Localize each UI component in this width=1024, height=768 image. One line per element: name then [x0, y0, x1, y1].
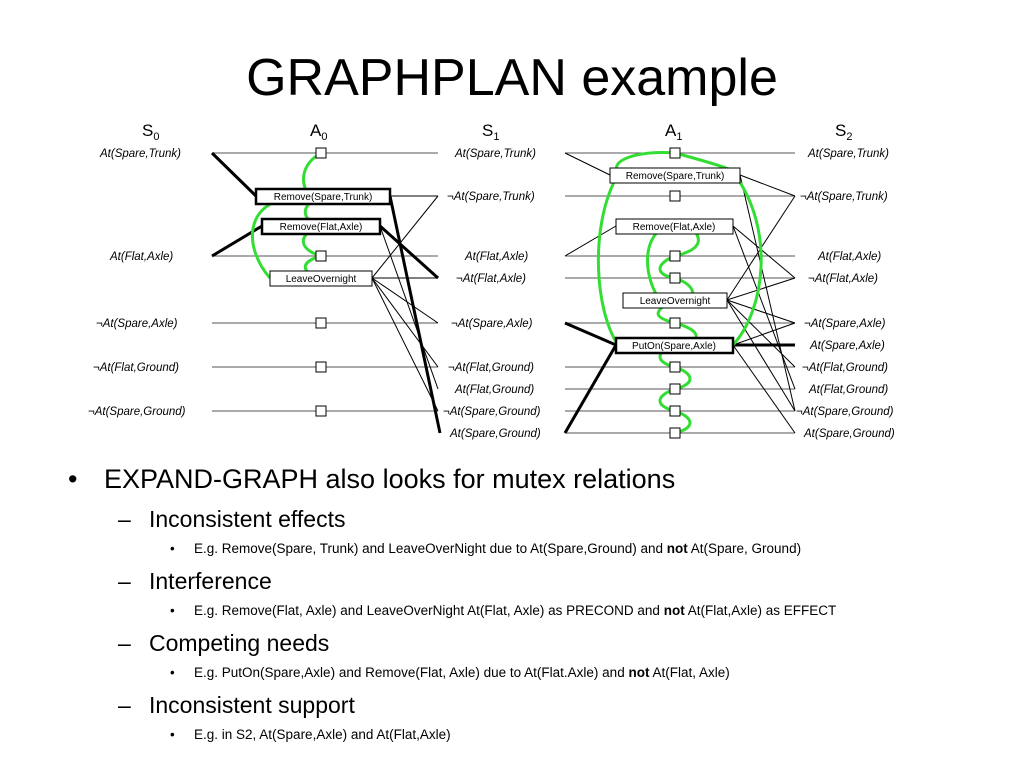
- s1-prop: ¬At(Spare,Ground): [443, 406, 541, 418]
- header-s0: S0: [142, 121, 159, 143]
- s2-prop: At(Spare,Axle): [809, 340, 885, 352]
- bullet-dot-icon: •: [170, 541, 175, 556]
- action-box-a1-puton-spare-axle: PutOn(Spare,Axle): [614, 336, 735, 355]
- example-line: • E.g. Remove(Spare, Trunk) and LeaveOve…: [170, 541, 802, 556]
- action-links-a0: [210, 151, 442, 434]
- s2-prop: At(Flat,Ground): [808, 384, 888, 396]
- header-a0: A0: [310, 121, 327, 143]
- s1-prop: At(Flat,Axle): [464, 251, 528, 263]
- svg-text:LeaveOvernight: LeaveOvernight: [640, 296, 711, 307]
- example-line: • E.g. PutOn(Spare,Axle) and Remove(Flat…: [170, 665, 730, 680]
- dash-icon: –: [118, 692, 131, 718]
- s2-prop: ¬At(Spare,Trunk): [800, 191, 888, 203]
- noop-markers-a0: [315, 147, 327, 417]
- bullet-dot-icon: •: [170, 665, 175, 680]
- noop-markers-a1: [669, 147, 681, 439]
- dash-icon: –: [118, 630, 131, 656]
- s0-prop: ¬At(Spare,Axle): [96, 318, 178, 330]
- bullet-dot-icon: •: [68, 464, 78, 494]
- s2-prop: At(Spare,Ground): [803, 428, 895, 440]
- s1-prop: ¬At(Spare,Axle): [451, 318, 533, 330]
- example-line: • E.g. Remove(Flat, Axle) and LeaveOverN…: [170, 603, 837, 618]
- s2-prop: ¬At(Flat,Axle): [808, 273, 878, 285]
- s2-prop: ¬At(Flat,Ground): [802, 362, 888, 374]
- bullet-dot-icon: •: [170, 603, 175, 618]
- header-a1: A1: [665, 121, 682, 143]
- s2-prop: At(Flat,Axle): [817, 251, 881, 263]
- bullet-dot-icon: •: [170, 727, 175, 742]
- header-s1: S1: [482, 121, 499, 143]
- action-box-a1-remove-flat-axle: Remove(Flat,Axle): [615, 218, 734, 235]
- action-box-a0-remove-flat-axle: Remove(Flat,Axle): [260, 217, 382, 236]
- sub-bullet: – Competing needs: [118, 630, 330, 656]
- s0-prop: At(Spare,Trunk): [99, 148, 181, 160]
- dash-icon: –: [118, 506, 131, 532]
- slide-title: GRAPHPLAN example: [246, 49, 778, 107]
- s1-prop: ¬At(Spare,Trunk): [447, 191, 535, 203]
- s2-prop: ¬At(Spare,Axle): [804, 318, 886, 330]
- bullet-main: • EXPAND-GRAPH also looks for mutex rela…: [68, 464, 676, 494]
- svg-text:Remove(Spare,Trunk): Remove(Spare,Trunk): [274, 192, 373, 203]
- svg-text:Remove(Spare,Trunk): Remove(Spare,Trunk): [626, 171, 725, 182]
- example-line: • E.g. in S2, At(Spare,Axle) and At(Flat…: [170, 727, 451, 742]
- svg-text:LeaveOvernight: LeaveOvernight: [286, 274, 357, 285]
- sub-bullet: – Inconsistent support: [118, 692, 355, 718]
- graphplan-diagram: S0 A0 S1 A1 S2 At(Spare,Trunk) At(Flat,A…: [88, 121, 895, 440]
- s1-prop: At(Flat,Ground): [454, 384, 534, 396]
- action-box-a0-leave-overnight: LeaveOvernight: [269, 270, 373, 287]
- action-box-a0-remove-spare-trunk: Remove(Spare,Trunk): [254, 187, 392, 206]
- s0-prop: ¬At(Flat,Ground): [93, 362, 179, 374]
- s1-prop: ¬At(Flat,Ground): [448, 362, 534, 374]
- svg-text:Remove(Flat,Axle): Remove(Flat,Axle): [280, 222, 363, 233]
- svg-text:PutOn(Spare,Axle): PutOn(Spare,Axle): [632, 341, 716, 352]
- bullet-list: • EXPAND-GRAPH also looks for mutex rela…: [62, 462, 1002, 744]
- s2-prop: At(Spare,Trunk): [807, 148, 889, 160]
- header-s2: S2: [835, 121, 852, 143]
- action-box-a1-remove-spare-trunk: Remove(Spare,Trunk): [609, 167, 741, 184]
- action-links-a1: [563, 152, 796, 434]
- sub-bullet: – Inconsistent effects: [118, 506, 346, 532]
- s1-prop: ¬At(Flat,Axle): [456, 273, 526, 285]
- s0-prop: ¬At(Spare,Ground): [88, 406, 186, 418]
- sub-bullet: – Interference: [118, 568, 272, 594]
- action-box-a1-leave-overnight: LeaveOvernight: [622, 292, 728, 309]
- s1-prop: At(Spare,Trunk): [454, 148, 536, 160]
- svg-text:Remove(Flat,Axle): Remove(Flat,Axle): [633, 222, 716, 233]
- s2-prop: ¬At(Spare,Ground): [796, 406, 894, 418]
- s0-prop: At(Flat,Axle): [109, 251, 173, 263]
- s1-prop: At(Spare,Ground): [449, 428, 541, 440]
- dash-icon: –: [118, 568, 131, 594]
